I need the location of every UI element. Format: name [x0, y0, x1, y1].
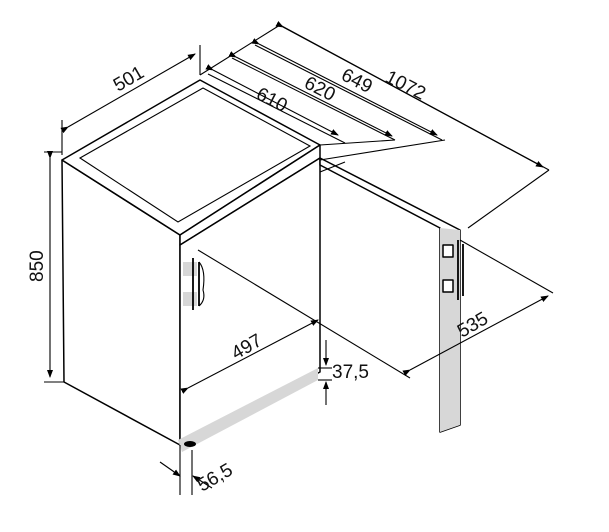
dim-1072 [199, 21, 550, 229]
label-620: 620 [301, 73, 339, 106]
open-door [319, 157, 464, 433]
dim-497 [180, 319, 319, 394]
door-hinge-icon [183, 258, 205, 310]
dim-37-5 [318, 340, 332, 405]
dim-501 [60, 45, 201, 155]
cabinet [61, 79, 321, 452]
label-850: 850 [27, 250, 48, 282]
label-56-5: 56,5 [194, 460, 237, 497]
label-1072: 1072 [382, 67, 429, 105]
open-door-panel [319, 157, 461, 433]
label-501: 501 [110, 62, 148, 96]
dim-535 [197, 239, 554, 379]
open-door-hinge-icon [442, 240, 464, 300]
label-37-5: 37,5 [332, 362, 369, 383]
dim-850 [44, 151, 64, 383]
label-649: 649 [338, 65, 376, 98]
extension-lines [319, 139, 446, 173]
cabinet-foot [184, 441, 196, 447]
dim-56-5 [159, 445, 213, 495]
